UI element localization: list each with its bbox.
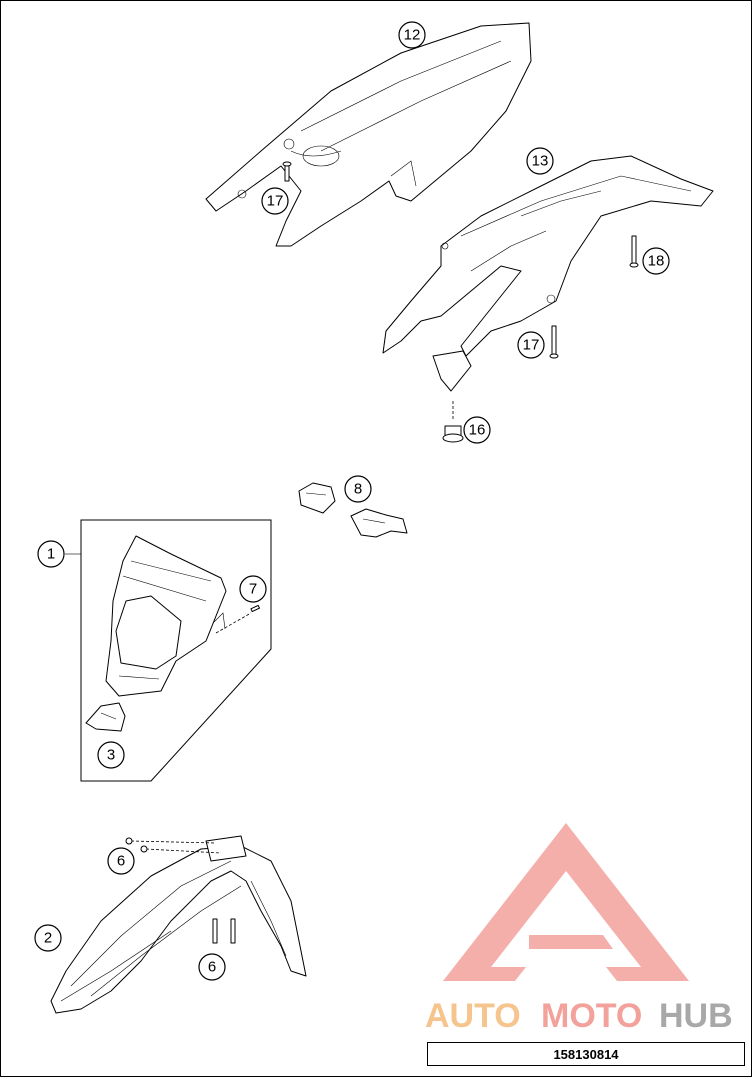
callout-13: 13 bbox=[526, 147, 554, 175]
svg-text:1: 1 bbox=[47, 546, 55, 563]
callout-17b: 17 bbox=[517, 331, 545, 359]
bracket-part-3 bbox=[85, 702, 126, 732]
clip-part-8 bbox=[298, 482, 408, 538]
svg-text:3: 3 bbox=[107, 747, 115, 764]
callout-18: 18 bbox=[642, 247, 670, 275]
callout-8: 8 bbox=[344, 475, 372, 503]
svg-text:6: 6 bbox=[208, 959, 216, 976]
callout-12: 12 bbox=[398, 21, 426, 49]
document-number-box: 158130814 bbox=[427, 1042, 745, 1066]
bolt-17a bbox=[282, 161, 292, 182]
svg-text:2: 2 bbox=[44, 930, 52, 947]
front-fender-part bbox=[50, 835, 307, 1014]
callout-2: 2 bbox=[34, 924, 62, 952]
callout-16: 16 bbox=[463, 416, 491, 444]
svg-text:17: 17 bbox=[267, 193, 284, 210]
rear-fender-part bbox=[382, 155, 714, 392]
headlight-mask-part bbox=[105, 535, 227, 697]
callout-1: 1 bbox=[37, 540, 65, 568]
screw-6b bbox=[212, 918, 236, 944]
bolt-18 bbox=[629, 235, 639, 268]
svg-text:16: 16 bbox=[469, 422, 486, 439]
svg-text:7: 7 bbox=[249, 581, 257, 598]
watermark-hub: HUB bbox=[659, 997, 733, 1035]
callout-17a: 17 bbox=[261, 187, 289, 215]
screw-7 bbox=[250, 604, 260, 613]
callout-7: 7 bbox=[239, 575, 267, 603]
callout-6a: 6 bbox=[107, 847, 135, 875]
svg-text:13: 13 bbox=[532, 153, 549, 170]
screw-6a bbox=[125, 837, 148, 853]
svg-text:12: 12 bbox=[404, 27, 421, 44]
assembly-group-bracket bbox=[80, 519, 272, 782]
svg-text:6: 6 bbox=[117, 853, 125, 870]
svg-text:18: 18 bbox=[648, 253, 665, 270]
nut-16 bbox=[442, 425, 464, 443]
watermark-logo bbox=[443, 823, 689, 981]
callout-6b: 6 bbox=[198, 953, 226, 981]
svg-text:8: 8 bbox=[354, 481, 362, 498]
rear-seat-cover-part bbox=[205, 22, 532, 247]
watermark-text: AUTO MOTO HUB bbox=[425, 997, 733, 1035]
watermark-auto: AUTO bbox=[425, 997, 521, 1035]
callout-3: 3 bbox=[97, 741, 125, 769]
watermark-moto: MOTO bbox=[541, 997, 642, 1035]
document-number: 158130814 bbox=[553, 1046, 619, 1062]
svg-text:17: 17 bbox=[523, 337, 540, 354]
bolt-17b bbox=[549, 325, 559, 359]
